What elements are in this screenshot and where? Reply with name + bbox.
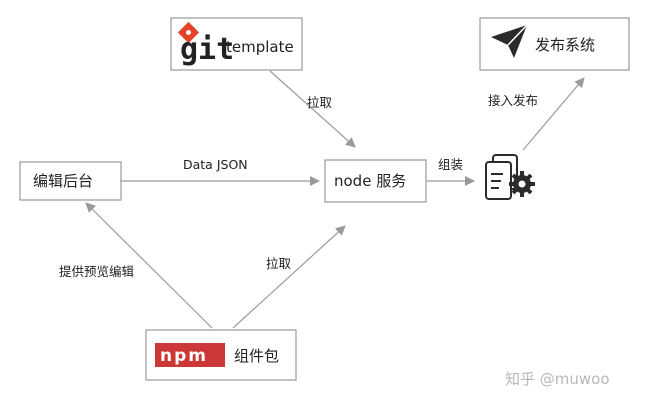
edge-label-data-json: Data JSON [183, 157, 248, 172]
edge-label-publish: 接入发布 [488, 93, 538, 108]
document-gear-icon [485, 154, 535, 200]
svg-text:git: git [180, 32, 234, 67]
node-label-publish: 发布系统 [535, 36, 595, 54]
edge-label-git-to-node: 拉取 [307, 95, 333, 110]
node-label-npm: 组件包 [234, 347, 279, 365]
node-editor-backend[interactable]: 编辑后台 [19, 161, 122, 201]
node-label-editor: 编辑后台 [33, 172, 93, 190]
edge-label-npm-to-node: 拉取 [266, 256, 292, 271]
edge-git-to-node [269, 70, 356, 148]
paper-plane-icon [491, 24, 528, 58]
git-logo-icon: git [177, 21, 234, 67]
watermark: 知乎 @muwoo [505, 370, 610, 388]
node-label-node-service: node 服务 [334, 172, 406, 190]
edge-labels: 拉取 Data JSON 组装 接入发布 提供预览编辑 拉取 [59, 93, 538, 279]
node-node-service[interactable]: node 服务 [324, 159, 427, 203]
edge-label-assemble: 组装 [438, 157, 463, 172]
node-label-template: template [226, 38, 294, 56]
edge-doc-to-publish [522, 77, 585, 151]
svg-text:npm: npm [160, 346, 208, 366]
node-npm-components[interactable]: npm 组件包 [145, 329, 297, 381]
node-publish-system[interactable]: 发布系统 [479, 17, 630, 71]
node-git-template[interactable]: git template [170, 17, 303, 71]
edge-npm-to-node [232, 225, 346, 329]
npm-logo-icon: npm [155, 343, 225, 367]
edge-label-preview-edit: 提供预览编辑 [59, 264, 134, 279]
edge-npm-to-editor [85, 202, 213, 329]
edges [85, 70, 585, 329]
